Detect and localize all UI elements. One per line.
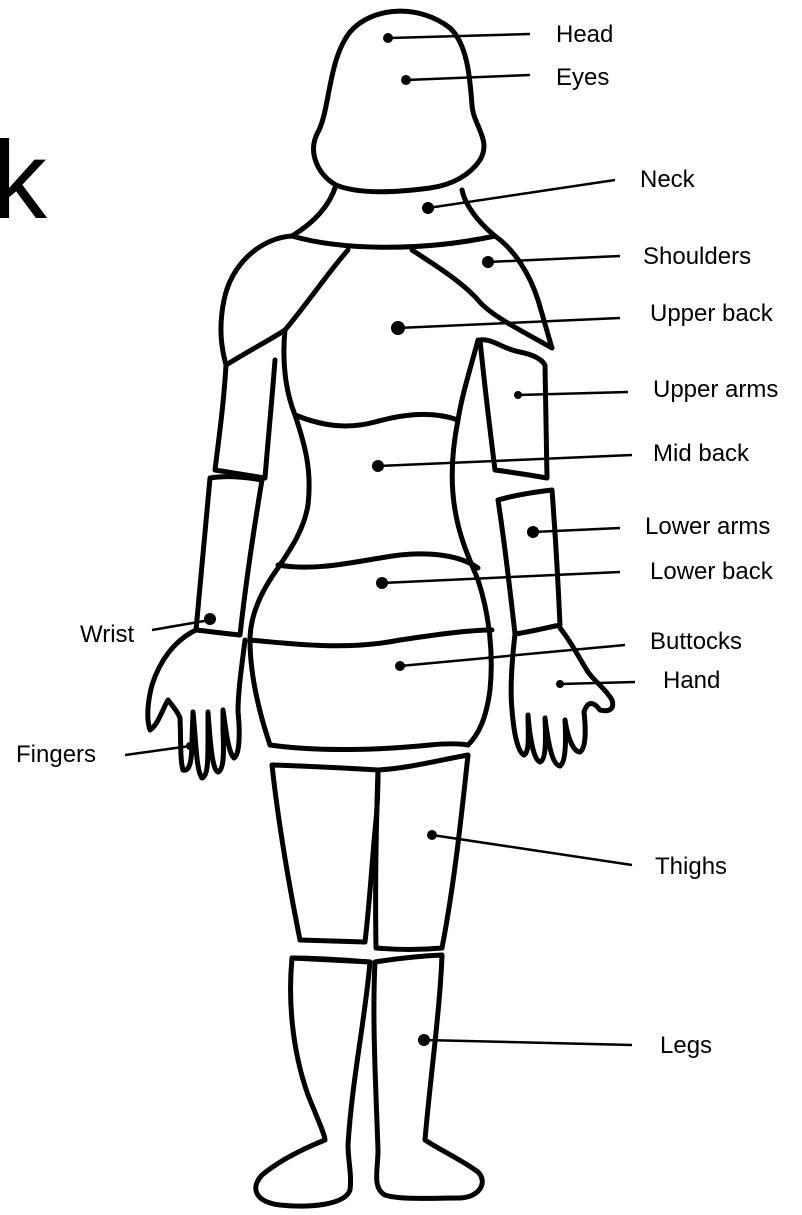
label-buttocks: Buttocks	[650, 628, 742, 655]
neck-marker	[422, 202, 434, 214]
label-lower-back: Lower back	[650, 558, 774, 585]
mid-back-band	[295, 414, 458, 426]
eyes-marker	[401, 75, 411, 85]
label-shoulders: Shoulders	[643, 243, 751, 270]
buttocks-marker	[395, 661, 405, 671]
thighs-marker	[427, 830, 437, 840]
right-upper-arm	[480, 340, 547, 478]
upper-arms-marker	[514, 391, 522, 399]
right-lower-arm	[498, 490, 560, 634]
label-head: Head	[556, 21, 613, 48]
left-thigh	[272, 765, 378, 942]
label-hand: Hand	[663, 667, 720, 694]
left-upper-arm	[215, 360, 275, 478]
label-neck: Neck	[640, 166, 696, 193]
right-thigh	[376, 755, 468, 950]
neck-outline	[292, 185, 495, 247]
labels: Head Eyes Neck Shoulders Upper back Uppe…	[16, 21, 778, 1059]
label-upper-arms: Upper arms	[653, 376, 778, 403]
fingers-marker	[186, 742, 194, 750]
leaders	[125, 33, 635, 1046]
torso-left-side	[250, 330, 309, 745]
label-upper-back: Upper back	[650, 300, 774, 327]
label-eyes: Eyes	[556, 64, 609, 91]
hand-marker	[556, 680, 564, 688]
buttocks-band	[250, 630, 492, 646]
left-hand	[148, 630, 245, 778]
mid-back-marker	[372, 460, 384, 472]
label-lower-arms: Lower arms	[645, 513, 770, 540]
upper-back-marker	[391, 321, 405, 335]
shoulder-right-outline	[412, 236, 552, 348]
label-legs: Legs	[660, 1032, 712, 1059]
left-lower-leg	[256, 958, 370, 1206]
wrist-marker	[204, 613, 216, 625]
left-lower-arm	[196, 477, 262, 635]
head-marker	[383, 33, 393, 43]
label-thighs: Thighs	[655, 853, 727, 880]
label-wrist: Wrist	[80, 621, 135, 648]
buttocks-bottom	[270, 744, 468, 750]
cropped-heading-fragment: k	[0, 119, 48, 242]
lower-back-marker	[376, 577, 388, 589]
shoulders-marker	[482, 256, 494, 268]
label-mid-back: Mid back	[653, 440, 750, 467]
right-lower-leg	[374, 955, 482, 1198]
lower-arms-marker	[527, 526, 539, 538]
lower-back-band	[278, 554, 478, 568]
legs-marker	[418, 1034, 430, 1046]
label-fingers: Fingers	[16, 741, 96, 768]
